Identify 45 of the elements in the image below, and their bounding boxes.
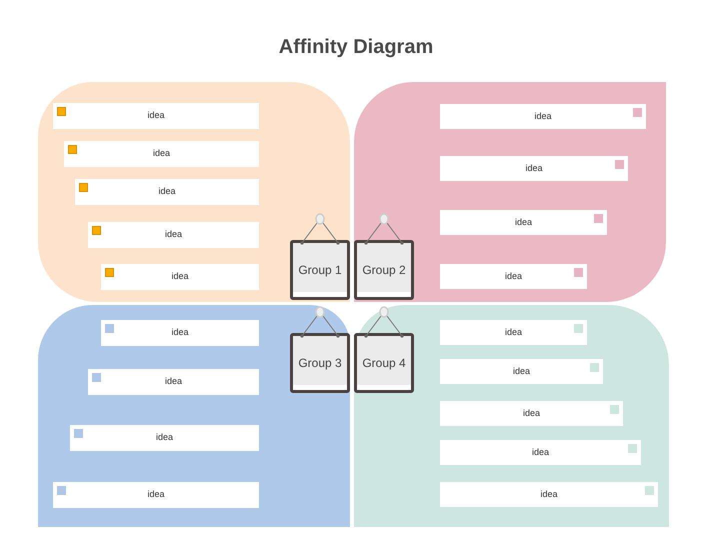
- idea-text: idea: [532, 446, 549, 459]
- idea-text: idea: [504, 270, 522, 283]
- idea-text: idea: [164, 228, 182, 242]
- idea-text: idea: [512, 364, 530, 378]
- idea-text: idea: [164, 375, 182, 388]
- idea-text: idea: [525, 162, 542, 175]
- group-label: Group 4: [362, 355, 406, 372]
- idea-card: [440, 440, 641, 465]
- idea-card: [440, 104, 646, 129]
- idea-card: [440, 482, 658, 507]
- idea-card: [440, 401, 623, 426]
- group-panel: [38, 305, 350, 527]
- group-label: Group 3: [298, 355, 342, 372]
- group-panel: [354, 305, 669, 527]
- idea-card: [64, 141, 259, 167]
- group-panel: [38, 82, 350, 302]
- idea-text: idea: [152, 147, 170, 160]
- idea-card: [70, 425, 259, 451]
- idea-text: idea: [158, 185, 176, 198]
- idea-text: idea: [522, 406, 540, 420]
- idea-text: idea: [540, 488, 558, 501]
- idea-text: idea: [504, 326, 522, 339]
- idea-text: idea: [534, 110, 552, 123]
- group-panel: [354, 82, 666, 302]
- idea-card: [101, 320, 259, 346]
- idea-card: [88, 369, 259, 395]
- idea-card: [53, 103, 259, 129]
- idea-text: idea: [147, 109, 164, 122]
- idea-text: idea: [171, 270, 188, 284]
- idea-card: [53, 482, 259, 508]
- group-label: Group 1: [298, 262, 342, 279]
- group-label: Group 2: [362, 262, 406, 279]
- idea-card: [440, 210, 607, 235]
- idea-text: idea: [514, 216, 532, 229]
- idea-card: [440, 359, 603, 384]
- idea-text: idea: [171, 326, 188, 340]
- idea-text: idea: [156, 431, 173, 444]
- idea-card: [440, 156, 628, 181]
- diagram-title: Affinity Diagram: [278, 35, 434, 60]
- idea-card: [75, 179, 259, 205]
- idea-card: [101, 264, 259, 290]
- idea-text: idea: [147, 488, 164, 502]
- idea-card: [88, 222, 259, 248]
- idea-card: [440, 320, 587, 345]
- idea-card: [440, 264, 587, 289]
